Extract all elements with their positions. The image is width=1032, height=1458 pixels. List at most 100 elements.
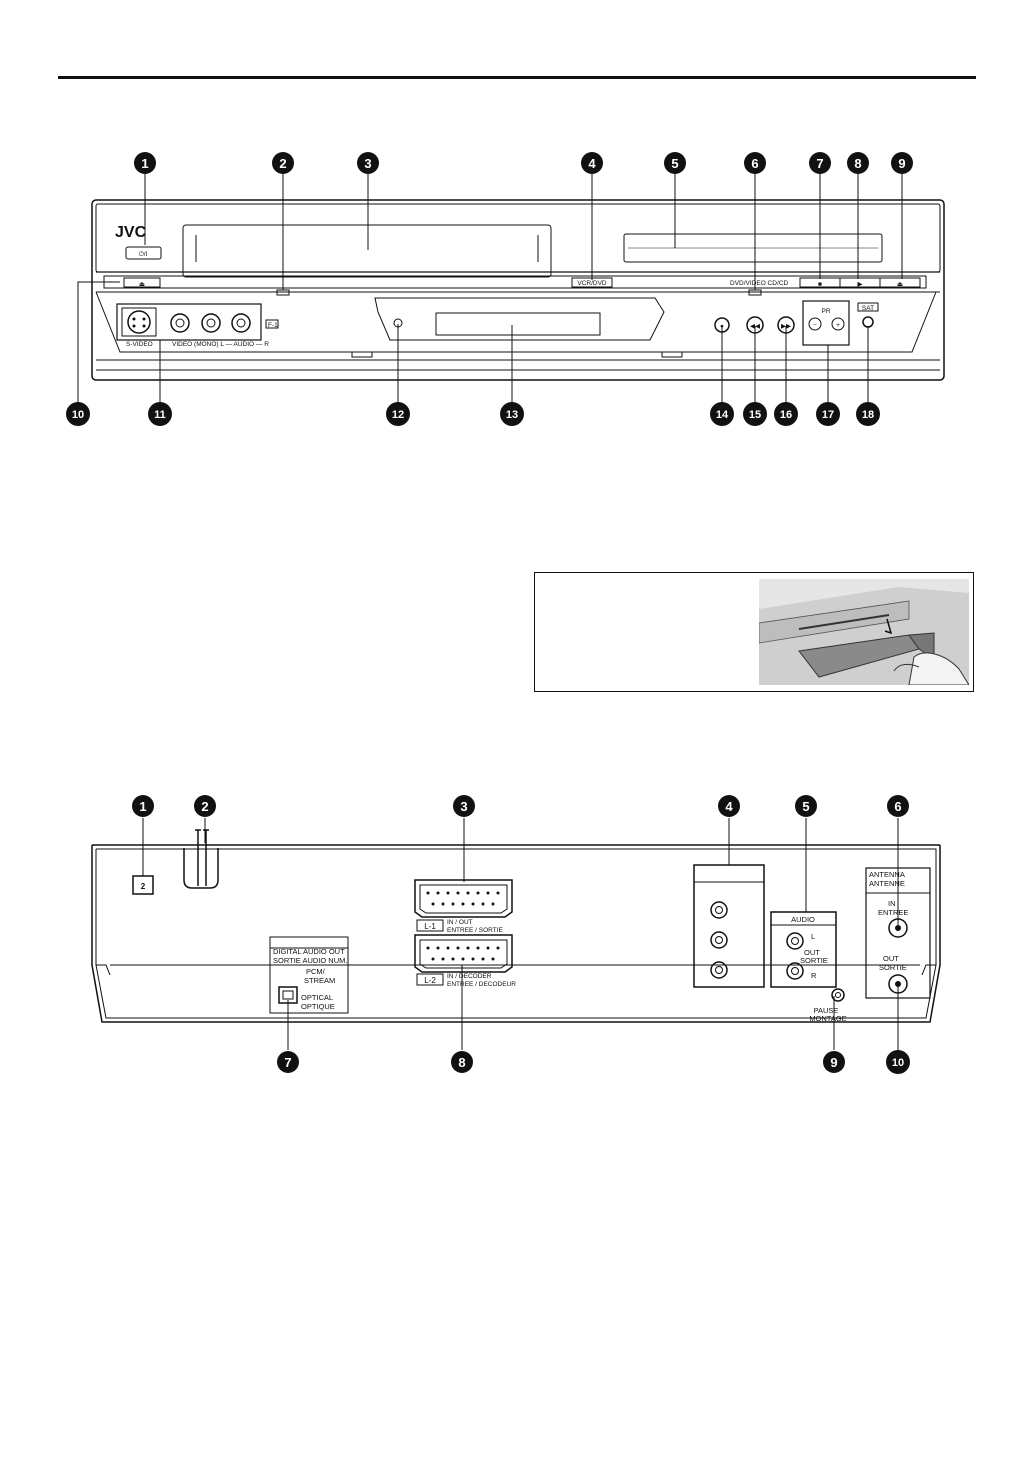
front-body [91, 199, 945, 381]
rear-panel-diagram: 2 L-1 IN / OUT ENTREE / SORTIE L-2 IN / … [91, 795, 941, 1074]
audio-out-l-jack[interactable] [786, 932, 804, 950]
ant-in-label-1: IN [888, 899, 896, 908]
front-leaders [77, 174, 903, 402]
callout-front-5: 5 [664, 152, 686, 174]
cassette-eject-button[interactable]: ⏏ [123, 277, 161, 288]
l2-text-1: IN / DECODER [447, 973, 492, 980]
dvd-disc-label: DVD/VIDEO CD/CD [730, 280, 788, 287]
pr-plus-button[interactable]: + [831, 317, 845, 331]
av-label: VIDEO (MONO) L — AUDIO — R [172, 341, 269, 348]
callout-front-1: 1 [134, 152, 156, 174]
ant-out-label-2: SORTIE [879, 963, 907, 972]
sat-button[interactable]: SAT [857, 302, 879, 328]
antenna-label-2: ANTENNE [869, 879, 905, 888]
svg-text:13: 13 [506, 409, 518, 421]
svg-text:4: 4 [588, 156, 596, 171]
disc-eject-icon: ⏏ [897, 281, 903, 288]
power-button[interactable]: ⏻/I [125, 246, 162, 260]
svg-text:15: 15 [749, 409, 761, 421]
front-display-window [374, 297, 665, 341]
digital-title-2: SORTIE AUDIO NUM. [273, 956, 347, 965]
svg-text:1: 1 [139, 799, 146, 814]
svg-text:2: 2 [201, 799, 208, 814]
callout-rear-6: 6 [887, 795, 909, 817]
disc-tray[interactable] [623, 233, 883, 263]
callout-front-2: 2 [272, 152, 294, 174]
antenna-label-1: ANTENNA [869, 870, 905, 879]
callout-front-3: 3 [357, 152, 379, 174]
video-jack[interactable] [170, 313, 190, 333]
callout-front-10: 10 [66, 402, 90, 426]
optical-jack[interactable] [278, 986, 298, 1004]
audio-l-jack[interactable] [201, 313, 221, 333]
rear-callouts-bottom: 7 8 9 10 [277, 1050, 910, 1074]
callout-front-18: 18 [856, 402, 880, 426]
play-button[interactable]: ▶ [839, 277, 881, 288]
component-jack-pr[interactable] [710, 961, 728, 979]
component-jack-y[interactable] [710, 901, 728, 919]
sat-label: SAT [862, 305, 874, 312]
stop-button[interactable]: ■ [799, 277, 841, 288]
front-av-inputs: S-VIDEO VIDEO (MONO) L — AUDIO — R F-1 [116, 303, 279, 348]
callout-rear-3: 3 [453, 795, 475, 817]
vcr-dvd-button[interactable]: VCR/DVD [571, 277, 613, 288]
stop-icon: ■ [818, 281, 822, 288]
svg-text:6: 6 [894, 799, 901, 814]
scart-l2[interactable] [414, 934, 513, 973]
digital-audio-out: DIGITAL AUDIO OUT SORTIE AUDIO NUM. PCM/… [269, 936, 349, 1014]
plus-icon: + [836, 322, 840, 329]
svg-text:16: 16 [780, 409, 792, 421]
svg-text:5: 5 [802, 799, 809, 814]
rewind-button[interactable]: ◀◀ [746, 316, 764, 334]
callout-front-9: 9 [891, 152, 913, 174]
l2-tag: L-2 [424, 976, 436, 985]
callout-rear-7: 7 [277, 1051, 299, 1073]
audio-out-label-1: OUT [804, 948, 820, 957]
ant-out-label-1: OUT [883, 954, 899, 963]
minus-icon: − [813, 322, 817, 329]
callout-rear-9: 9 [823, 1051, 845, 1073]
analog-audio-out: AUDIO L OUT SORTIE R [770, 911, 837, 988]
rear-power-indicator: 2 [132, 875, 154, 895]
callout-front-16: 16 [774, 402, 798, 426]
l1-tag: L-1 [424, 922, 436, 931]
svg-text:6: 6 [751, 156, 758, 171]
callout-rear-5: 5 [795, 795, 817, 817]
pcm-label-2: STREAM [304, 976, 335, 985]
pause-jack[interactable] [831, 988, 845, 1002]
antenna-out-jack[interactable] [888, 974, 908, 994]
cassette-eject-icon: ⏏ [139, 281, 145, 288]
svg-text:8: 8 [854, 156, 861, 171]
scart-l1[interactable] [414, 879, 513, 918]
svg-text:10: 10 [892, 1057, 904, 1069]
callout-front-12: 12 [386, 402, 410, 426]
audio-out-r-jack[interactable] [786, 962, 804, 980]
callout-front-8: 8 [847, 152, 869, 174]
callout-rear-10: 10 [886, 1050, 910, 1074]
antenna-in-jack[interactable] [888, 918, 908, 938]
record-icon: ● [720, 323, 724, 330]
svg-text:7: 7 [284, 1055, 291, 1070]
disc-eject-button[interactable]: ⏏ [879, 277, 921, 288]
callout-front-6: 6 [744, 152, 766, 174]
pr-minus-button[interactable]: − [808, 317, 822, 331]
callout-front-15: 15 [743, 402, 767, 426]
cassette-slot[interactable] [182, 224, 552, 278]
svideo-jack[interactable] [127, 310, 151, 334]
svg-text:12: 12 [392, 409, 404, 421]
l1-text-2: ENTREE / SORTIE [447, 927, 504, 934]
svg-text:17: 17 [822, 409, 834, 421]
record-button[interactable]: ● [714, 317, 730, 333]
component-video-outputs [693, 864, 765, 988]
component-jack-pb[interactable] [710, 931, 728, 949]
svg-text:9: 9 [830, 1055, 837, 1070]
audio-r-jack[interactable] [231, 313, 251, 333]
fast-forward-button[interactable]: ▶▶ [777, 316, 795, 334]
vcr-indicator [276, 289, 290, 296]
brand-logo: JVC [115, 224, 147, 241]
audio-l-label: L [811, 932, 815, 941]
door-illustration [759, 579, 969, 685]
front-callouts-bottom: 10 11 12 13 14 15 16 17 18 [66, 402, 880, 426]
remote-sensor [393, 318, 403, 328]
svg-text:5: 5 [671, 156, 678, 171]
